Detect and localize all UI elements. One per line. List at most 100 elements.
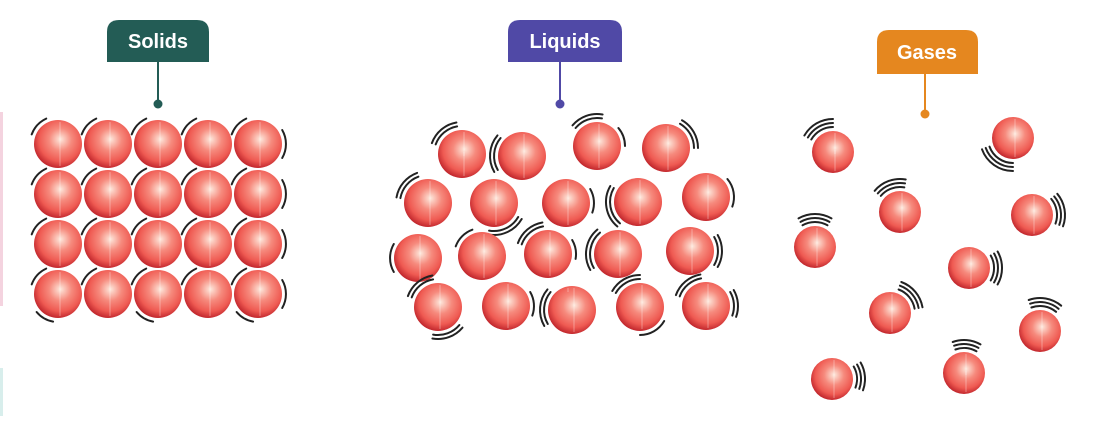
particle-icon [34, 120, 82, 168]
gases-particle [948, 247, 1004, 289]
solids-particle [80, 167, 132, 218]
vibration-lines-icon [1050, 197, 1059, 225]
vibration-lines-icon [879, 186, 906, 197]
vibration-lines-icon [716, 234, 723, 268]
particle-icon [34, 270, 82, 318]
solids-particle [230, 167, 287, 218]
vibration-lines-icon [954, 347, 978, 353]
vibration-lines-icon [30, 117, 48, 136]
vibration-lines-icon [230, 117, 248, 136]
vibration-lines-icon [639, 320, 666, 336]
gases-particle [803, 117, 854, 173]
solids-particle [80, 117, 132, 168]
particle-icon [811, 358, 853, 400]
particle-icon [134, 170, 182, 218]
vibration-lines-icon [617, 127, 626, 147]
vibration-lines-icon [1053, 195, 1062, 226]
particle-icon [234, 120, 282, 168]
vibration-lines-icon [130, 167, 148, 186]
particle-icon [642, 124, 690, 172]
vibration-lines-icon [30, 267, 48, 286]
vibration-lines-icon [399, 175, 420, 200]
vibration-lines-icon [852, 365, 858, 389]
vibration-lines-icon [897, 288, 916, 310]
vibration-lines-icon [432, 324, 461, 337]
liquids-particle [395, 171, 452, 227]
gases-tag-shape [877, 30, 978, 74]
particle-icon [414, 283, 462, 331]
liquids-tag-shape [508, 20, 622, 62]
vibration-lines-icon [230, 267, 248, 286]
vibration-lines-icon [430, 121, 458, 145]
vibration-lines-icon [900, 281, 924, 309]
gases-pointer-dot [920, 109, 930, 119]
vibration-lines-icon [856, 363, 862, 390]
solids-particle [180, 217, 232, 268]
particle-icon [498, 132, 546, 180]
gases-particle [811, 358, 866, 400]
liquids-tag: Liquids [508, 20, 622, 62]
particle-icon [470, 179, 518, 227]
liquids-label: Liquids [529, 31, 600, 53]
gases-group: Gases [794, 30, 1066, 400]
solids-tag: Solids [107, 20, 209, 62]
vibration-lines-icon [135, 311, 155, 323]
vibration-lines-icon [678, 277, 703, 298]
particle-icon [948, 247, 990, 289]
vibration-lines-icon [797, 212, 833, 220]
solids-particle [30, 167, 82, 218]
gases-label: Gases [897, 42, 957, 64]
solids-particle [180, 117, 232, 168]
solids-particles [30, 117, 287, 323]
particle-icon [84, 270, 132, 318]
vibration-lines-icon [516, 221, 544, 245]
gases-particles [794, 117, 1066, 400]
liquids-particle [674, 273, 739, 330]
gases-particle [943, 339, 985, 394]
particle-icon [184, 170, 232, 218]
particle-icon [548, 286, 596, 334]
vibration-lines-icon [726, 178, 735, 208]
solids-group: Solids [30, 20, 287, 323]
vibration-lines-icon [434, 125, 459, 146]
vibration-lines-icon [180, 117, 198, 136]
vibration-lines-icon [80, 117, 98, 136]
liquids-particle [454, 228, 506, 280]
vibration-lines-icon [876, 181, 906, 195]
vibration-lines-icon [729, 291, 735, 317]
vibration-lines-icon [571, 239, 577, 260]
particle-icon [184, 220, 232, 268]
vibration-lines-icon [130, 217, 148, 236]
particle-icon [394, 234, 442, 282]
vibration-lines-icon [859, 361, 866, 392]
solids-particle [130, 167, 182, 218]
particle-icon [34, 170, 82, 218]
liquids-group: Liquids [389, 20, 739, 340]
particle-icon [234, 170, 282, 218]
vibration-lines-icon [406, 274, 434, 298]
left-edge-mark-top [0, 112, 3, 306]
vibration-lines-icon [951, 339, 982, 346]
liquids-particle [571, 113, 626, 170]
particle-icon [134, 270, 182, 318]
particle-icon [666, 227, 714, 275]
particle-icon [458, 232, 506, 280]
particle-icon [84, 120, 132, 168]
gases-tag: Gases [877, 30, 978, 74]
liquids-particle [489, 132, 546, 180]
particle-icon [573, 122, 621, 170]
vibration-lines-icon [80, 217, 98, 236]
vibration-lines-icon [609, 187, 621, 225]
solids-particle [130, 117, 182, 168]
liquids-particle [542, 179, 595, 227]
solids-label: Solids [128, 31, 188, 53]
liquids-particle [482, 282, 535, 330]
liquids-particle [611, 274, 666, 336]
vibration-lines-icon [520, 225, 545, 246]
solids-particle [130, 217, 182, 268]
vibration-lines-icon [611, 274, 641, 292]
vibration-lines-icon [605, 185, 619, 228]
vibration-lines-icon [431, 326, 464, 340]
vibration-lines-icon [281, 229, 287, 259]
vibration-lines-icon [571, 113, 604, 127]
